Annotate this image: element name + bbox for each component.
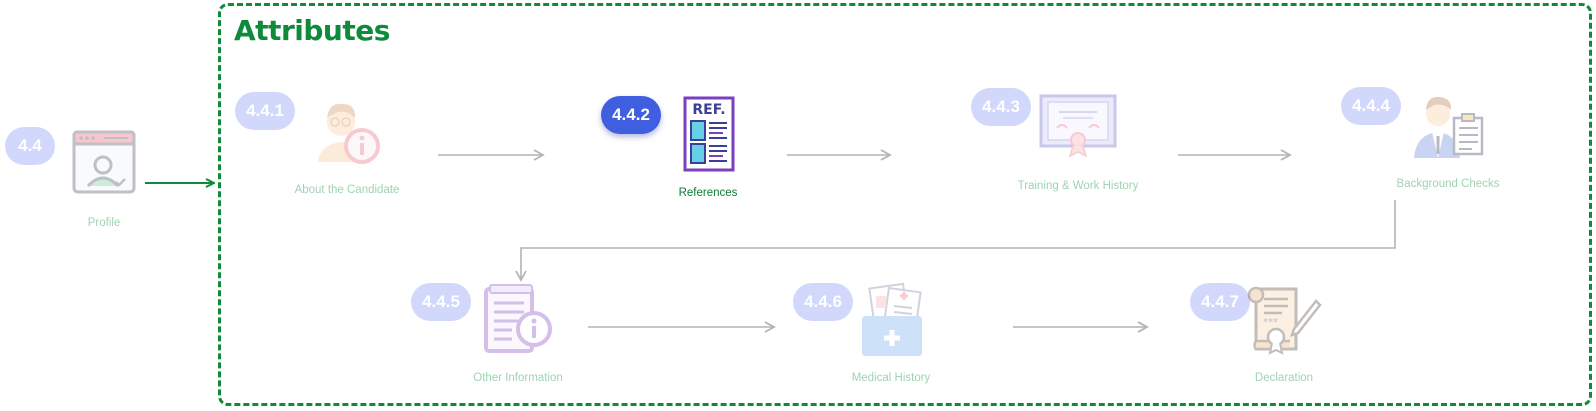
profile-window-icon	[72, 130, 136, 199]
medical-folder-icon	[860, 282, 924, 363]
step-6-badge[interactable]: 4.4.6	[793, 283, 853, 321]
step-7-badge[interactable]: 4.4.7	[1190, 283, 1250, 321]
step-1-label: About the Candidate	[294, 184, 400, 196]
step-5-label: Other Information	[473, 372, 563, 384]
parent-step-label: Profile	[87, 217, 121, 229]
document-info-icon	[482, 283, 554, 362]
svg-text:***: ***	[1263, 317, 1278, 328]
candidate-info-icon	[308, 92, 384, 173]
attributes-title: Attributes	[234, 14, 390, 47]
person-clipboard-icon	[1410, 88, 1484, 165]
step-3-badge[interactable]: 4.4.3	[971, 88, 1031, 126]
reference-document-icon: REF.	[683, 96, 735, 177]
step-7-label: Declaration	[1254, 372, 1314, 384]
attributes-group-frame	[218, 3, 1592, 406]
step-4-label: Background Checks	[1396, 178, 1500, 190]
step-6-label: Medical History	[851, 372, 931, 384]
parent-step-badge[interactable]: 4.4	[5, 127, 55, 165]
step-5-badge[interactable]: 4.4.5	[411, 283, 471, 321]
scroll-pen-icon: ***	[1246, 285, 1322, 362]
svg-text:REF.: REF.	[692, 102, 725, 118]
step-4-badge[interactable]: 4.4.4	[1341, 87, 1401, 125]
step-2-badge[interactable]: 4.4.2	[601, 96, 661, 134]
step-3-label: Training & Work History	[1017, 180, 1139, 192]
certificate-icon	[1039, 94, 1117, 163]
step-1-badge[interactable]: 4.4.1	[235, 92, 295, 130]
step-2-label: References	[678, 187, 738, 199]
